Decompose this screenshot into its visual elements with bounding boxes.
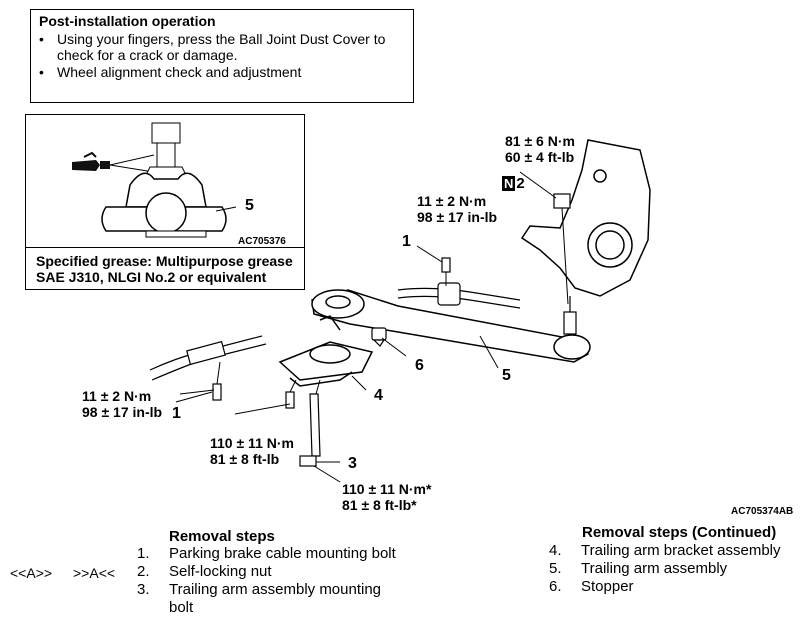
divider xyxy=(26,247,304,248)
trailing-arm xyxy=(311,289,591,363)
callout-3: 3 xyxy=(348,455,357,472)
ball-joint-stud xyxy=(563,296,577,335)
list-item: 1. Parking brake cable mounting bolt xyxy=(137,545,417,563)
trailing-arm-bracket xyxy=(278,315,374,387)
step-text: Trailing arm assembly mounting xyxy=(169,581,382,598)
grease-spec-line1: Specified grease: Multipurpose grease xyxy=(36,253,293,269)
torque-bolt1-nm: 11 ± 2 N·m xyxy=(417,193,487,209)
bullet: • xyxy=(39,31,44,47)
post-installation-item-text: Using your fingers, press the Ball Joint… xyxy=(57,31,386,63)
list-item: 2. Self-locking nut xyxy=(137,563,417,581)
nut-tag-number: 2 xyxy=(516,175,525,192)
nut-tag: N 2 xyxy=(502,175,525,192)
removal-steps-title: Removal steps xyxy=(169,528,275,545)
callout-4: 4 xyxy=(374,387,383,404)
torque-bracket-nm: 110 ± 11 N·m xyxy=(210,435,294,451)
callout-1-left: 1 xyxy=(172,405,181,422)
step-text: bolt xyxy=(169,599,194,616)
post-installation-item-text: Wheel alignment check and adjustment xyxy=(57,64,302,80)
post-installation-box: Post-installation operation • Using your… xyxy=(30,9,414,103)
step-number: 3. xyxy=(137,581,150,598)
removal-steps-continued-list: 4. Trailing arm bracket assembly 5. Traili… xyxy=(549,542,799,596)
step-number: 6. xyxy=(549,578,562,595)
stopper xyxy=(371,327,387,347)
list-item: 6. Stopper xyxy=(549,578,799,596)
torque-knuckle-nm: 81 ± 6 N·m xyxy=(505,133,575,149)
step-text: Parking brake cable mounting bolt xyxy=(169,545,396,562)
inset-figure-code: AC705376 xyxy=(238,236,286,247)
list-item: bolt xyxy=(137,599,417,617)
torque-cable-nm: 11 ± 2 N·m xyxy=(82,388,152,404)
grease-tube-icon xyxy=(72,151,110,171)
step-number xyxy=(137,599,169,617)
grease-inset-box: 5 AC705376 Specified grease: Multipurpos… xyxy=(25,114,305,290)
grease-spec-line2: SAE J310, NLGI No.2 or equivalent xyxy=(36,269,267,285)
post-installation-item: • Using your fingers, press the Ball Joi… xyxy=(39,31,399,63)
torque-arm-bolt-nm: 110 ± 11 N·m* xyxy=(342,481,432,497)
step-text: Trailing arm bracket assembly xyxy=(581,542,781,559)
torque-knuckle-ftlb: 60 ± 4 ft-lb xyxy=(505,149,575,165)
marker-right: >>A<< xyxy=(73,565,116,581)
removal-steps-list: 1. Parking brake cable mounting bolt 2. Se… xyxy=(137,545,417,617)
step-text: Stopper xyxy=(581,578,634,595)
marker-left: <<A>> xyxy=(10,565,53,581)
torque-cable-inlb: 98 ± 17 in-lb xyxy=(82,404,163,420)
bullet: • xyxy=(39,64,44,80)
torque-bracket-ftlb: 81 ± 8 ft-lb xyxy=(210,451,280,467)
callout-1-top: 1 xyxy=(402,233,411,250)
parking-brake-cable xyxy=(149,335,267,381)
step-text: Trailing arm assembly xyxy=(581,560,728,577)
post-installation-title: Post-installation operation xyxy=(39,13,216,29)
list-item: 4. Trailing arm bracket assembly xyxy=(549,542,799,560)
torque-arm-bolt-ftlb: 81 ± 8 ft-lb* xyxy=(342,497,417,513)
post-installation-item: • Wheel alignment check and adjustment xyxy=(39,64,399,80)
nut-tag-letter: N xyxy=(502,176,516,191)
step-number: 1. xyxy=(137,545,150,562)
self-locking-nut xyxy=(553,193,571,209)
list-item: 3. Trailing arm assembly mounting xyxy=(137,581,417,599)
removal-steps-continued-title: Removal steps (Continued) xyxy=(582,524,777,541)
part-number-label: 5 xyxy=(245,197,254,214)
step-text: Self-locking nut xyxy=(169,563,272,580)
list-item: 5. Trailing arm assembly xyxy=(549,560,799,578)
step-number: 5. xyxy=(549,560,562,577)
stabilizer-bar xyxy=(397,282,521,309)
callout-6: 6 xyxy=(415,357,424,374)
diagram-figure-code: AC705374AB xyxy=(731,506,794,517)
callout-5: 5 xyxy=(502,367,511,384)
ball-joint-illustration xyxy=(72,122,237,238)
step-number: 4. xyxy=(549,542,562,559)
step-number: 2. xyxy=(137,563,150,580)
torque-bolt1-inlb: 98 ± 17 in-lb xyxy=(417,209,498,225)
